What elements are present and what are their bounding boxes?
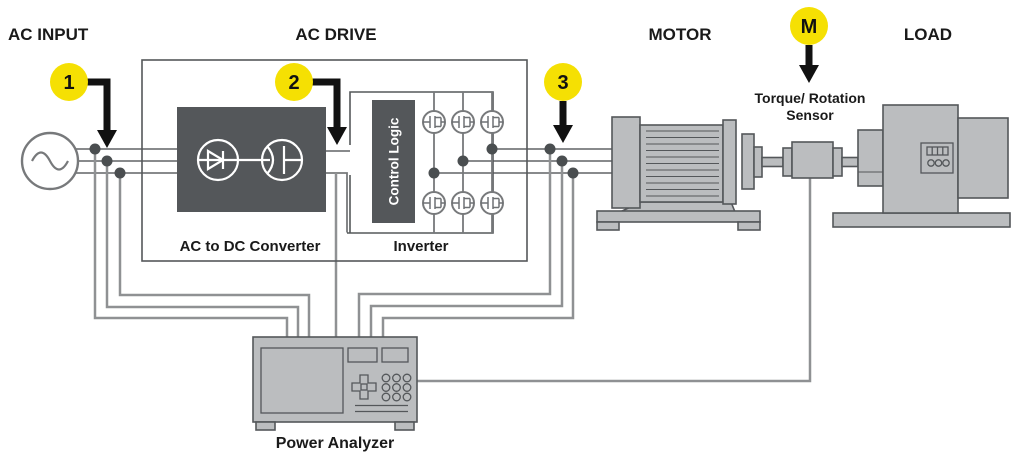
callout-3-label: 3 [557,72,568,94]
sensor-label-line2: Sensor [786,107,834,123]
section-label-ac-drive: AC DRIVE [295,25,376,44]
callout-m-label: M [801,16,818,38]
callout-1-label: 1 [63,72,74,94]
dpad-icon [351,374,377,400]
junction-dot [101,155,113,167]
power-analyzer-graphic [252,336,418,431]
measurement-wires-point3 [357,149,575,340]
igbt-switch-icon [422,110,446,134]
igbt-switch-icon [422,191,446,215]
power-analyzer-label: Power Analyzer [276,435,395,452]
junction-dot [114,167,126,179]
junction-dot [556,155,568,167]
igbt-switch-icon [451,191,475,215]
analyzer-screen [260,347,344,414]
down-arrow-icon [553,125,573,143]
callout-m-badge [790,7,828,45]
igbt-switch-icon [480,110,504,134]
callout-1: 1 [50,63,117,148]
igbt-switch-icon [480,191,504,215]
motor-fins [646,130,719,197]
igbt-switch-icon [451,110,475,134]
callout-3-badge [544,63,582,101]
down-arrow-icon [97,130,117,148]
load-graphic [832,104,1011,228]
junction-dot [567,167,579,179]
callout-m: M [790,7,828,83]
converter-box [177,107,326,212]
phase-wires-input [75,148,177,174]
junction-dot [486,143,498,155]
torque-sensor-graphic [782,141,859,179]
inverter-label: Inverter [393,238,448,255]
dc-link-wires [326,150,350,233]
analyzer-keypad [381,373,412,402]
measurement-wires-point1 [93,149,311,340]
converter-label: AC to DC Converter [180,238,321,255]
ac-source-icon [20,131,80,191]
section-label-load: LOAD [904,25,952,44]
callout-2-badge [275,63,313,101]
ac-drive-box [141,59,528,262]
load-panel [920,142,954,174]
callout-3: 3 [544,63,582,143]
down-arrow-icon [799,65,819,83]
junction-dots [89,143,579,179]
junction-dot [428,167,440,179]
callout-2: 2 [275,63,347,145]
junction-dot [89,143,101,155]
motor-graphic [596,116,784,231]
capacitor-symbol-icon [260,138,304,182]
section-label-ac-input: AC INPUT [8,25,89,44]
down-arrow-icon [327,127,347,145]
callout-1-badge [50,63,88,101]
callout-2-label: 2 [288,72,299,94]
control-logic-box [372,100,415,223]
section-label-motor: MOTOR [649,25,712,44]
inverter-box: Control Logic [347,91,504,234]
junction-dot [544,143,556,155]
junction-dot [457,155,469,167]
sensor-label-line1: Torque/ Rotation [755,90,866,106]
analyzer-button [347,347,378,363]
sensor-signal-wire [417,178,812,383]
analyzer-button [381,347,409,363]
control-logic-label: Control Logic [387,117,402,205]
